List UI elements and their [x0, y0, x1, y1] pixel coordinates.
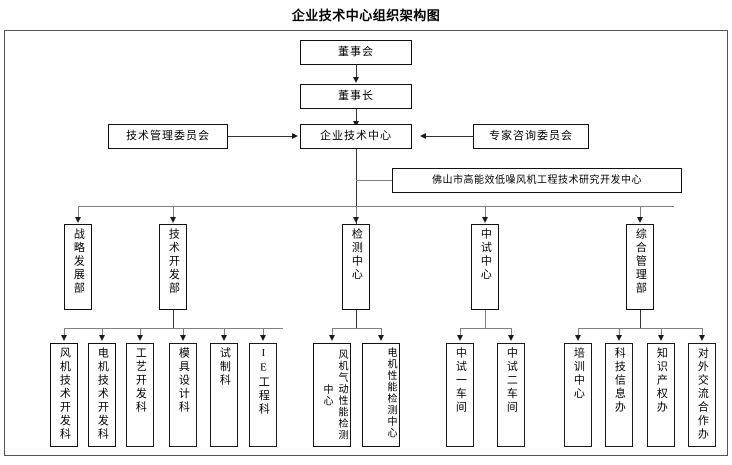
- node-trial-manufacturing-section[interactable]: 试制科: [210, 343, 238, 447]
- node-enterprise-tech-center[interactable]: 企业技术中心: [300, 124, 412, 149]
- node-ie-engineering-section[interactable]: IE工程科: [249, 343, 277, 447]
- stub-process-dev: [140, 328, 141, 336]
- arrowhead-pilot-shop-1: [456, 335, 463, 341]
- arrowhead-motor-perf-test: [377, 335, 384, 341]
- stub-sci-info: [619, 328, 620, 336]
- node-general-administration-dept[interactable]: 综合管理部: [626, 224, 654, 310]
- stub-testcenter: [356, 206, 357, 218]
- edge-techdev-down: [173, 310, 174, 328]
- node-external-exchange-cooperation-office[interactable]: 对外交流合作办: [688, 343, 716, 447]
- arrowhead-testcenter: [352, 217, 359, 223]
- arrowhead-training-center: [574, 335, 581, 341]
- node-expert-advisory-committee[interactable]: 专家咨询委员会: [473, 124, 589, 149]
- node-mold-design-section[interactable]: 模具设计科: [169, 343, 197, 447]
- bus-techdev-children: [64, 328, 283, 329]
- node-strategy-development-dept[interactable]: 战略发展部: [64, 224, 92, 310]
- node-motor-technology-development-section[interactable]: 电机技术开发科: [88, 343, 116, 447]
- node-chairman[interactable]: 董事长: [300, 84, 412, 109]
- stub-trial-mfg: [224, 328, 225, 336]
- stub-strategy: [78, 206, 79, 218]
- arrowhead-expert-techcenter: [420, 132, 426, 139]
- edge-trunk-foshan: [356, 180, 392, 181]
- node-process-development-section[interactable]: 工艺开发科: [126, 343, 154, 447]
- stub-motor-perf-test: [381, 328, 382, 336]
- stub-techdev: [173, 206, 174, 218]
- arrowhead-motor-tech-dev: [98, 335, 105, 341]
- arrowhead-pilot-shop-2: [507, 335, 514, 341]
- node-fan-aerodynamic-performance-testing-center[interactable]: 风机气动性能检测中心: [313, 343, 351, 447]
- arrowhead-techdev: [169, 217, 176, 223]
- node-training-center[interactable]: 培训中心: [564, 343, 592, 447]
- node-intellectual-property-office[interactable]: 知识产权办: [647, 343, 675, 447]
- stub-pilotcenter: [485, 206, 486, 218]
- edge-pilotcenter-down: [485, 310, 486, 328]
- arrowhead-board-chairman: [352, 77, 359, 83]
- stub-mold-design: [183, 328, 184, 336]
- stub-fan-aero-test: [332, 328, 333, 336]
- stub-pilot-shop-1: [460, 328, 461, 336]
- bus-admin-children: [578, 328, 702, 329]
- arrowhead-fan-tech-dev: [60, 335, 67, 341]
- stub-ie-eng: [263, 328, 264, 336]
- arrowhead-strategy: [74, 217, 81, 223]
- edge-board-chairman: [356, 65, 357, 78]
- node-foshan-research-center[interactable]: 佛山市高能效低噪风机工程技术研究开发中心: [392, 168, 682, 193]
- node-pilot-test-center[interactable]: 中试中心: [471, 224, 499, 310]
- edge-expert-techcenter: [426, 136, 473, 137]
- arrowhead-admin: [636, 217, 643, 223]
- bus-level4: [78, 206, 674, 207]
- stub-ip-office: [661, 328, 662, 336]
- arrowhead-fan-aero-test: [328, 335, 335, 341]
- arrowhead-external-coop: [698, 335, 705, 341]
- node-testing-center[interactable]: 检测中心: [342, 224, 370, 310]
- arrowhead-process-dev: [136, 335, 143, 341]
- stub-motor-tech-dev: [102, 328, 103, 336]
- node-board[interactable]: 董事会: [300, 40, 412, 65]
- edge-admin-down: [640, 310, 641, 328]
- stub-pilot-shop-2: [511, 328, 512, 336]
- arrowhead-ip-office: [657, 335, 664, 341]
- node-pilot-workshop-one[interactable]: 中试一车间: [446, 343, 474, 447]
- arrowhead-pilotcenter: [481, 217, 488, 223]
- node-technology-development-dept[interactable]: 技术开发部: [159, 224, 187, 310]
- stub-admin: [640, 206, 641, 218]
- page-title: 企业技术中心组织架构图: [291, 8, 441, 23]
- arrowhead-mold-design: [179, 335, 186, 341]
- stub-fan-tech-dev: [64, 328, 65, 336]
- edge-testcenter-down: [356, 310, 357, 328]
- node-fan-technology-development-section[interactable]: 风机技术开发科: [50, 343, 78, 447]
- edge-chairman-techcenter: [356, 109, 357, 122]
- node-pilot-workshop-two[interactable]: 中试二车间: [497, 343, 525, 447]
- edge-techcenter-trunk: [356, 149, 357, 226]
- arrowhead-techmgmt-techcenter: [292, 132, 298, 139]
- edge-techmgmt-techcenter: [228, 136, 292, 137]
- node-tech-management-committee[interactable]: 技术管理委员会: [108, 124, 228, 149]
- stub-training-center: [578, 328, 579, 336]
- arrowhead-sci-info: [615, 335, 622, 341]
- arrowhead-ie-eng: [259, 335, 266, 341]
- stub-external-coop: [702, 328, 703, 336]
- node-science-technology-information-office[interactable]: 科技信息办: [605, 343, 633, 447]
- bus-testcenter-children: [332, 328, 381, 329]
- arrowhead-trial-mfg: [220, 335, 227, 341]
- node-motor-performance-testing-center[interactable]: 电机性能检测中心: [362, 343, 400, 447]
- bus-pilotcenter-children: [460, 328, 511, 329]
